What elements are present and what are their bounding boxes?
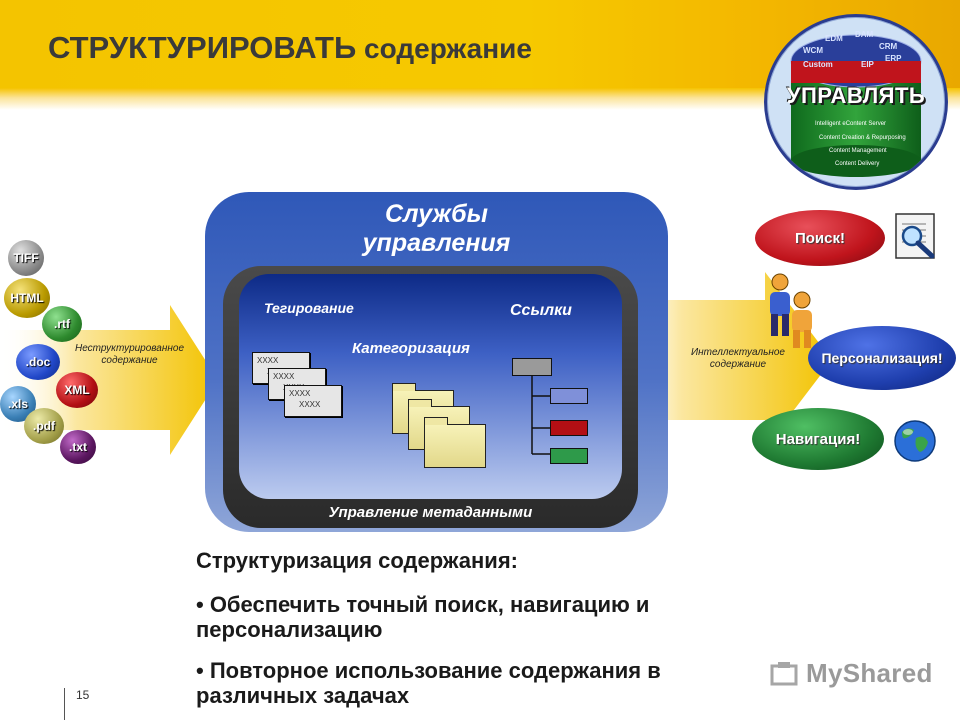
people-icon: [770, 273, 812, 348]
format-rtf-icon: .rtf: [42, 306, 82, 342]
seal-line-2: Content Management: [829, 148, 887, 154]
seal-seg-3: CRM: [879, 42, 898, 51]
watermark-logo-icon: [770, 662, 798, 686]
unstructured-content-label: Неструктурированное содержание: [75, 343, 184, 366]
page-divider: [64, 688, 65, 720]
title-rest: содержание: [356, 33, 532, 64]
links-label: Ссылки: [510, 302, 572, 319]
structuring-heading: Структуризация содержания:: [196, 548, 518, 573]
seal-line-1: Content Creation & Repurposing: [819, 135, 906, 141]
bullet-2: • Повторное использование содержания в р…: [196, 658, 661, 708]
metadata-label: Управление метаданными: [328, 504, 533, 521]
navigation-pill: Навигация!: [752, 408, 884, 470]
format-xml-icon: XML: [56, 372, 98, 408]
tagging-label: Тегирование: [264, 300, 354, 316]
header-fade: [0, 88, 960, 110]
seal-seg-1: DAM: [855, 30, 874, 39]
watermark: MyShared: [806, 658, 933, 688]
link-node-green: [550, 448, 588, 464]
folder-icon: [423, 417, 486, 468]
personalization-pill: Персонализация!: [808, 326, 956, 390]
seal-seg-0: EDM: [825, 34, 843, 43]
page-number: 15: [76, 688, 90, 702]
intellectual-content-label: Интеллектуальное содержание: [691, 347, 785, 370]
slide-title: СТРУКТУРИРОВАТЬ содержание: [48, 30, 532, 66]
format-txt-icon: .txt: [60, 430, 96, 464]
database-cylinder-icon: EDM DAM WCM CRM ERP EIP Custom Intellige…: [790, 30, 922, 177]
format-doc-icon: .doc: [16, 344, 60, 380]
format-tiff-icon: TIFF: [8, 240, 44, 276]
globe-icon: [894, 420, 936, 462]
magnifier-document-icon: [895, 213, 935, 259]
seal-seg-5: EIP: [861, 60, 875, 69]
links-tree-icon: [531, 374, 550, 455]
format-pdf-icon: .pdf: [24, 408, 64, 444]
seal-seg-6: Custom: [803, 60, 833, 69]
manage-seal-logo: EDM DAM WCM CRM ERP EIP Custom Intellige…: [764, 14, 948, 190]
seal-line-3: Content Delivery: [835, 161, 879, 167]
link-node-red: [550, 420, 588, 436]
title-caps: СТРУКТУРИРОВАТЬ: [48, 30, 357, 65]
services-title-text: Службы управления: [362, 200, 511, 257]
services-title: Службы управления: [205, 200, 668, 258]
bullet-1: • Обеспечить точный поиск, навигацию и п…: [196, 592, 650, 642]
seal-label: УПРАВЛЯТЬ: [786, 83, 926, 108]
seal-line-0: Intelligent eContent Server: [815, 121, 886, 127]
link-node-root: [512, 358, 552, 376]
format-html-icon: HTML: [4, 278, 50, 318]
link-node-blue: [550, 388, 588, 404]
categorization-label: Категоризация: [352, 340, 470, 357]
seal-seg-4: ERP: [885, 54, 902, 63]
search-pill: Поиск!: [755, 210, 885, 266]
seal-seg-2: WCM: [803, 46, 823, 55]
